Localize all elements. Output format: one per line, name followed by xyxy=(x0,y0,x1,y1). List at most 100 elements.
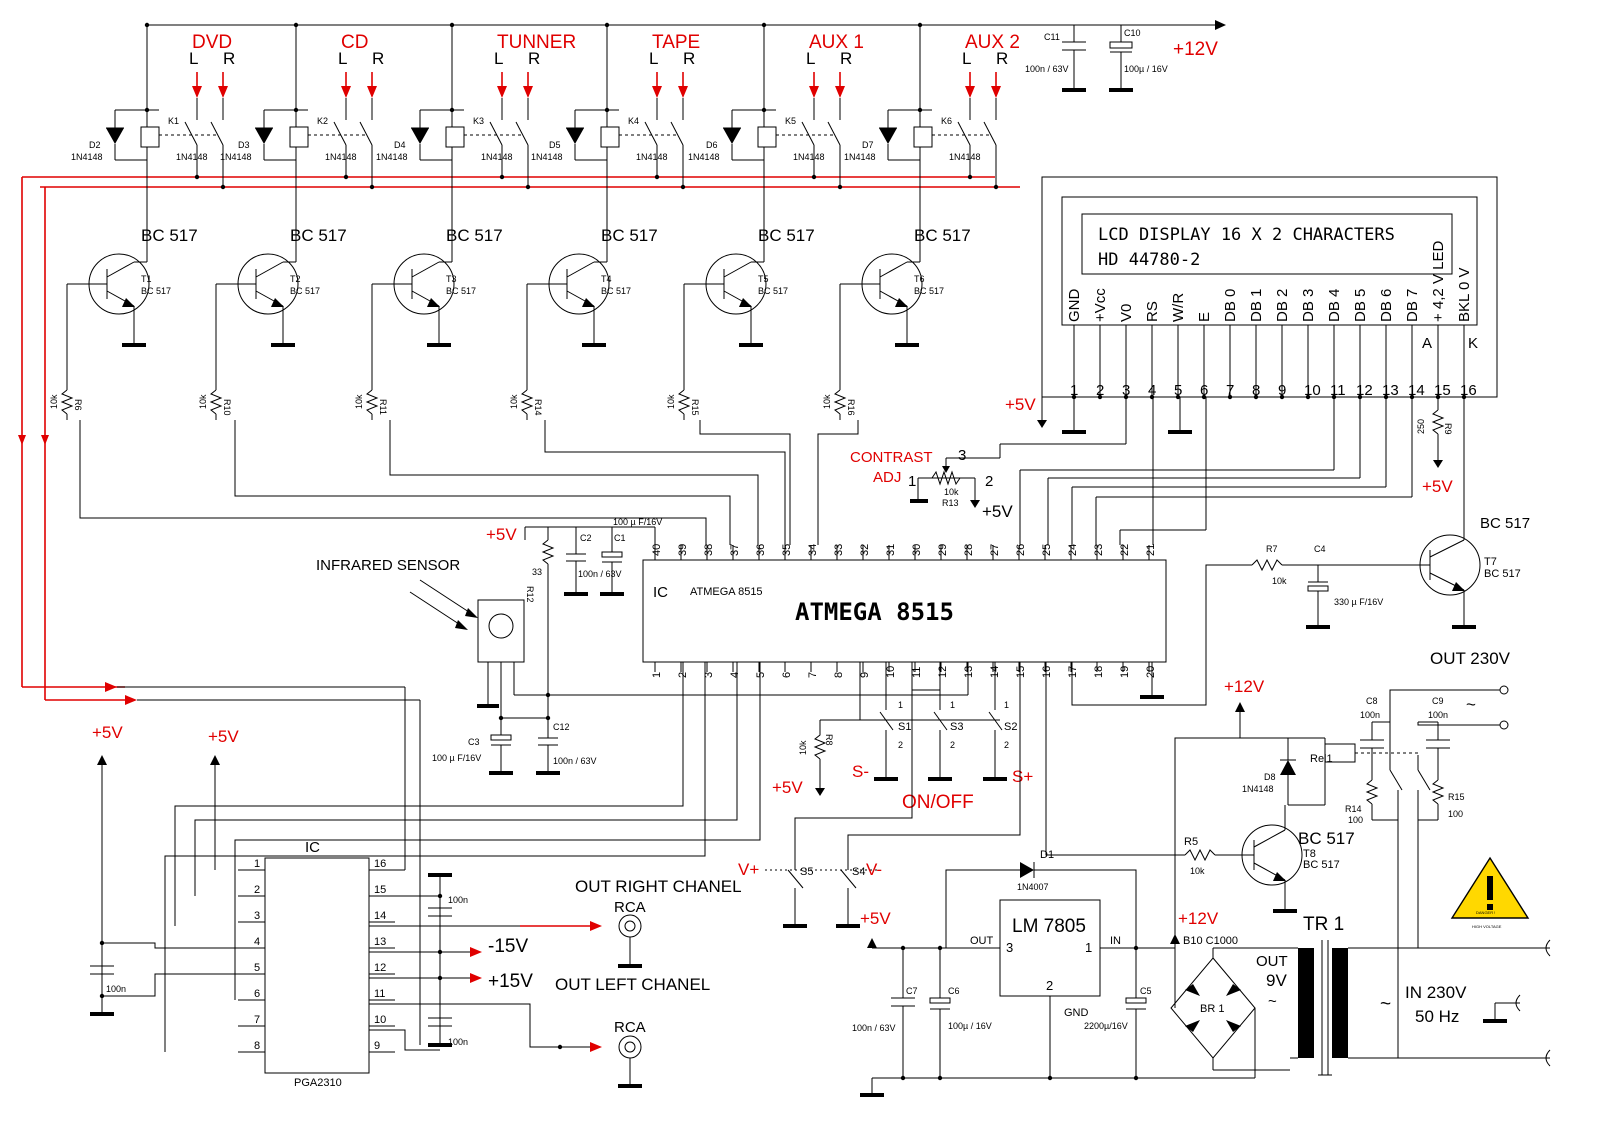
relay-label: K2 xyxy=(317,116,328,126)
warning-hv-text: HIGH VOLTAGE xyxy=(1472,924,1502,929)
relay-coil xyxy=(913,126,933,148)
diode-type-right: 1N4148 xyxy=(176,152,208,162)
mcu-pin-27: 27 xyxy=(989,544,1001,560)
lcd-pin-number: 13 xyxy=(1382,382,1399,399)
diode-icon xyxy=(106,128,124,144)
lcd-pin-number: 1 xyxy=(1070,382,1078,399)
d8-label: D8 xyxy=(1264,772,1276,782)
diode-type: 1N4148 xyxy=(688,152,720,162)
input-arrow-l xyxy=(965,86,975,98)
input-l-label: L xyxy=(189,49,198,68)
s1-label: S1 xyxy=(898,721,911,733)
resistor-value: 10k xyxy=(822,394,832,409)
lm7805-pin1: 1 xyxy=(1085,940,1092,955)
lcd-pin-number: 10 xyxy=(1304,382,1321,399)
input-name: TAPE xyxy=(652,32,700,53)
t8-title: BC 517 xyxy=(1298,829,1355,848)
diode-icon xyxy=(411,128,429,144)
mcu-pin-number: 26 xyxy=(1015,544,1027,556)
lcd-pin-number: 12 xyxy=(1356,382,1373,399)
lcd-line2: HD 44780-2 xyxy=(1098,250,1200,270)
mcu-pin-3: 3 xyxy=(703,662,715,678)
lcd-pin-number: 14 xyxy=(1408,382,1425,399)
pga-ic-label: IC xyxy=(305,839,320,856)
pga-pin-9: 9 xyxy=(369,1040,395,1053)
input-arrow-r xyxy=(218,86,228,98)
c5-value: 2200µ/16V xyxy=(1084,1021,1128,1031)
reg-plus5: +5V xyxy=(860,909,891,928)
bridge-plus12: +12V xyxy=(1178,909,1219,928)
mcu-pin-number: 34 xyxy=(807,544,819,556)
mcu-pin-5: 5 xyxy=(755,662,767,678)
c3-label: C3 xyxy=(468,737,480,747)
lcd-pin-15: 15+ 4,2 V LED xyxy=(1430,241,1451,400)
mcu-pin-6: 6 xyxy=(781,662,793,678)
pga-pin-number: 5 xyxy=(254,962,260,974)
c9-label: C9 xyxy=(1432,696,1444,706)
r15-value: 100 xyxy=(1448,809,1463,819)
lm7805-label: LM 7805 xyxy=(1012,916,1086,937)
lcd-pin-number: 15 xyxy=(1434,382,1451,399)
lm7805-out: OUT xyxy=(970,935,994,947)
minus15-label: -15V xyxy=(488,936,528,957)
mcu-pin-39: 39 xyxy=(677,544,689,560)
mcu-pin-11: 11 xyxy=(911,662,923,678)
mcu-pin-35: 35 xyxy=(781,544,793,560)
input-l-label: L xyxy=(338,49,347,68)
s1-pin1: 1 xyxy=(898,700,903,710)
mcu-pin-number: 36 xyxy=(755,544,767,556)
lcd-pin-label: V0 xyxy=(1118,304,1135,322)
contrast-label: CONTRAST xyxy=(850,449,933,466)
pga-left-plus5: +5V xyxy=(92,723,123,742)
transistor-title: BC 517 xyxy=(758,226,815,245)
pga-pin-number: 3 xyxy=(254,910,260,922)
r8-value: 10k xyxy=(798,740,808,755)
s-plus-label: S+ xyxy=(1012,767,1033,786)
in230-label: IN 230V xyxy=(1405,983,1467,1002)
mcu-pin-number: 37 xyxy=(729,544,741,556)
pga-pin-5: 5 xyxy=(238,962,265,975)
mcu-pin-40: 40 xyxy=(651,544,663,560)
lcd-pin-number: 5 xyxy=(1174,382,1182,399)
lcd-pin-label: E xyxy=(1196,312,1213,322)
resistor-value: 10k xyxy=(198,394,208,409)
diode-label: D2 xyxy=(89,140,101,150)
lcd-plus5-label: +5V xyxy=(1005,395,1036,414)
mcu-pin-10: 10 xyxy=(885,662,897,678)
mcu-pin-18: 18 xyxy=(1093,662,1105,678)
diode-type: 1N4148 xyxy=(531,152,563,162)
in230-tilde: ~ xyxy=(1380,994,1391,1015)
c4-label: C4 xyxy=(1314,544,1326,554)
resistor-value: 10k xyxy=(509,394,519,409)
rca-right-label: RCA xyxy=(614,899,646,916)
resistor-value: 10k xyxy=(666,394,676,409)
r15-label: R15 xyxy=(1448,792,1465,802)
c10-label: C10 xyxy=(1124,28,1141,38)
resistor-icon xyxy=(677,389,691,415)
mcu-pin-12: 12 xyxy=(937,662,949,678)
r12-value: 33 xyxy=(532,567,542,577)
input-arrow-r xyxy=(523,86,533,98)
mcu-pin-number: 16 xyxy=(1041,666,1053,678)
r9-value: 250 xyxy=(1416,419,1426,434)
pga-pin-number: 14 xyxy=(374,910,386,922)
mcu-pin-number: 35 xyxy=(781,544,793,556)
s2-pin1: 1 xyxy=(1004,700,1009,710)
s2-label: S2 xyxy=(1004,721,1017,733)
v-plus-label: V+ xyxy=(738,860,759,879)
input-name: TUNNER xyxy=(497,32,576,53)
lcd-module: LCD DISPLAY 16 X 2 CHARACTERS HD 44780-2… xyxy=(1005,176,1498,496)
mcu-pin-number: 4 xyxy=(729,672,741,678)
pga-pin-14: 14 xyxy=(369,910,395,923)
input-arrow-l xyxy=(652,86,662,98)
mcu-pin-number: 24 xyxy=(1067,544,1079,556)
lcd-pin-label: DB 3 xyxy=(1300,289,1317,322)
diode-label: D5 xyxy=(549,140,561,150)
pga-pin-12: 12 xyxy=(369,962,395,975)
